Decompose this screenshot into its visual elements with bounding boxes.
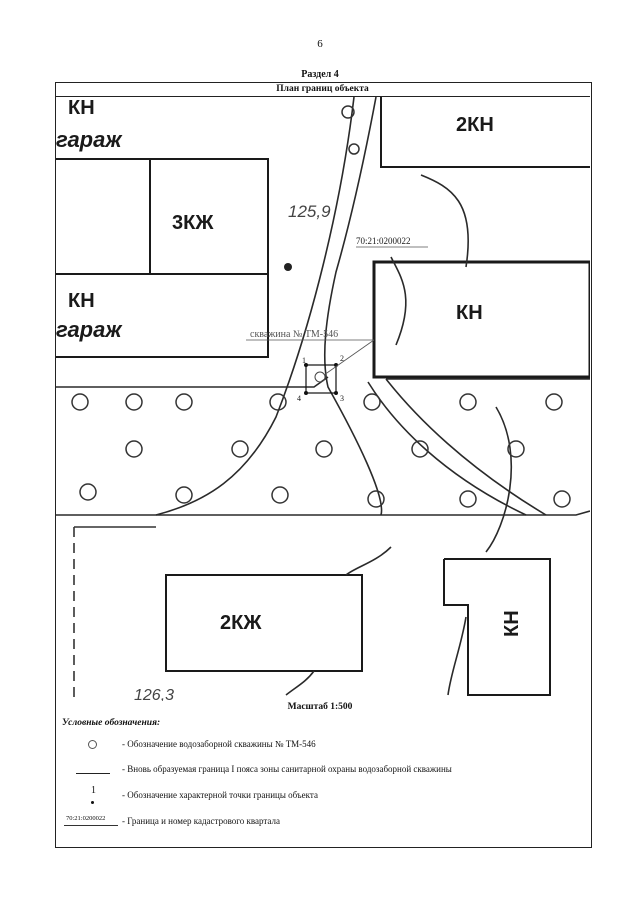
tree-circle bbox=[315, 440, 333, 458]
legend-item-cadastral: 70:21:0200022 - Граница и номер кадастро… bbox=[62, 812, 582, 832]
elevation-label: 126,3 bbox=[134, 687, 174, 701]
tree-circle bbox=[269, 393, 287, 411]
building-label: КН bbox=[501, 610, 523, 637]
tree-circle bbox=[175, 486, 193, 504]
tree-circle bbox=[71, 393, 89, 411]
tree-circle bbox=[175, 393, 193, 411]
legend-title: Условные обозначения: bbox=[62, 718, 161, 728]
dot-icon bbox=[91, 801, 94, 804]
legend-item-text: - Обозначение характерной точки границы … bbox=[122, 790, 318, 800]
plan-title: План границ объекта bbox=[55, 82, 590, 97]
fence-line bbox=[285, 670, 315, 696]
boundary-line bbox=[420, 174, 470, 268]
tree-circle bbox=[367, 490, 385, 508]
tree-circle bbox=[125, 393, 143, 411]
line-icon bbox=[76, 773, 110, 774]
building-outline bbox=[56, 158, 269, 275]
site-plan-map: КН гараж 2КН 3КЖ 125,9 70:21:0200022 КН … bbox=[56, 97, 590, 701]
legend-item-point: 1 - Обозначение характерной точки границ… bbox=[62, 785, 582, 806]
tree-circle bbox=[411, 440, 429, 458]
tree-circle bbox=[363, 393, 381, 411]
building-label: КН bbox=[68, 290, 95, 312]
legend-item-boundary: - Вновь образуемая граница I пояса зоны … bbox=[62, 760, 582, 780]
building-outline bbox=[443, 558, 551, 696]
cadastral-label: 70:21:0200022 bbox=[356, 236, 411, 246]
legend-cadastral-number: 70:21:0200022 bbox=[66, 815, 106, 822]
building-label: 2КЖ bbox=[220, 612, 262, 634]
line-icon bbox=[64, 825, 118, 826]
well-label: скважина № ТМ-546 bbox=[250, 329, 338, 340]
legend-item-well: - Обозначение водозаборной скважины № ТМ… bbox=[62, 735, 582, 755]
road-edge bbox=[385, 378, 547, 516]
tree-circle bbox=[459, 393, 477, 411]
road-edge bbox=[323, 97, 383, 516]
boundary-point bbox=[334, 391, 338, 395]
building-label: 2КН bbox=[456, 114, 494, 136]
point-label: 3 bbox=[340, 394, 344, 403]
point-label: 4 bbox=[297, 394, 301, 403]
legend-item-text: - Граница и номер кадастрового квартала bbox=[122, 816, 280, 826]
building-label: гараж bbox=[56, 317, 123, 342]
legend-well-symbol bbox=[62, 735, 122, 755]
tree-circle bbox=[125, 440, 143, 458]
tree-circle bbox=[271, 486, 289, 504]
sanitary-zone-boundary bbox=[305, 364, 337, 394]
building-label: КН bbox=[68, 97, 95, 119]
legend-item-text: - Вновь образуемая граница I пояса зоны … bbox=[122, 764, 452, 774]
well-callout-line bbox=[323, 339, 375, 376]
fence-line bbox=[447, 616, 467, 696]
boundary-line bbox=[390, 256, 407, 346]
point-label: 1 bbox=[302, 356, 306, 365]
building-outline bbox=[372, 260, 590, 379]
boundary-point bbox=[304, 363, 308, 367]
tree-circle bbox=[507, 440, 525, 458]
elevation-label: 125,9 bbox=[288, 202, 331, 221]
map-scale: Масштаб 1:500 bbox=[287, 702, 353, 712]
tree-circle bbox=[79, 483, 97, 501]
tree-circle bbox=[341, 105, 355, 119]
boundary-line bbox=[485, 406, 513, 553]
site-plan-drawing: КН гараж 2КН 3КЖ 125,9 70:21:0200022 КН … bbox=[56, 97, 590, 701]
section-title: Раздел 4 bbox=[301, 69, 339, 80]
tree-circle bbox=[348, 143, 360, 155]
building-outline bbox=[56, 273, 269, 358]
legend-boundary-symbol bbox=[62, 760, 122, 780]
road-edge bbox=[155, 97, 355, 516]
tree-circle bbox=[459, 490, 477, 508]
legend-point-number: 1 bbox=[91, 785, 96, 796]
circle-icon bbox=[88, 740, 97, 749]
legend-cadastral-symbol: 70:21:0200022 bbox=[62, 812, 122, 832]
tree-circle bbox=[231, 440, 249, 458]
tree-dot bbox=[284, 263, 292, 271]
street-line bbox=[56, 510, 590, 516]
legend-point-symbol: 1 bbox=[62, 785, 122, 806]
fence-line bbox=[345, 546, 392, 576]
building-label: КН bbox=[456, 302, 483, 324]
building-label: 3КЖ bbox=[172, 212, 214, 234]
well-symbol bbox=[314, 371, 326, 383]
building-outline bbox=[165, 574, 363, 672]
tree-circle bbox=[553, 490, 571, 508]
legend-item-text: - Обозначение водозаборной скважины № ТМ… bbox=[122, 739, 316, 749]
document-frame bbox=[55, 82, 592, 848]
point-label: 2 bbox=[340, 354, 344, 363]
road-edge bbox=[367, 381, 527, 516]
tree-circle bbox=[545, 393, 563, 411]
building-label: гараж bbox=[56, 127, 123, 152]
building-outline bbox=[380, 97, 590, 168]
page-number: 6 bbox=[317, 38, 323, 50]
boundary-point bbox=[304, 391, 308, 395]
